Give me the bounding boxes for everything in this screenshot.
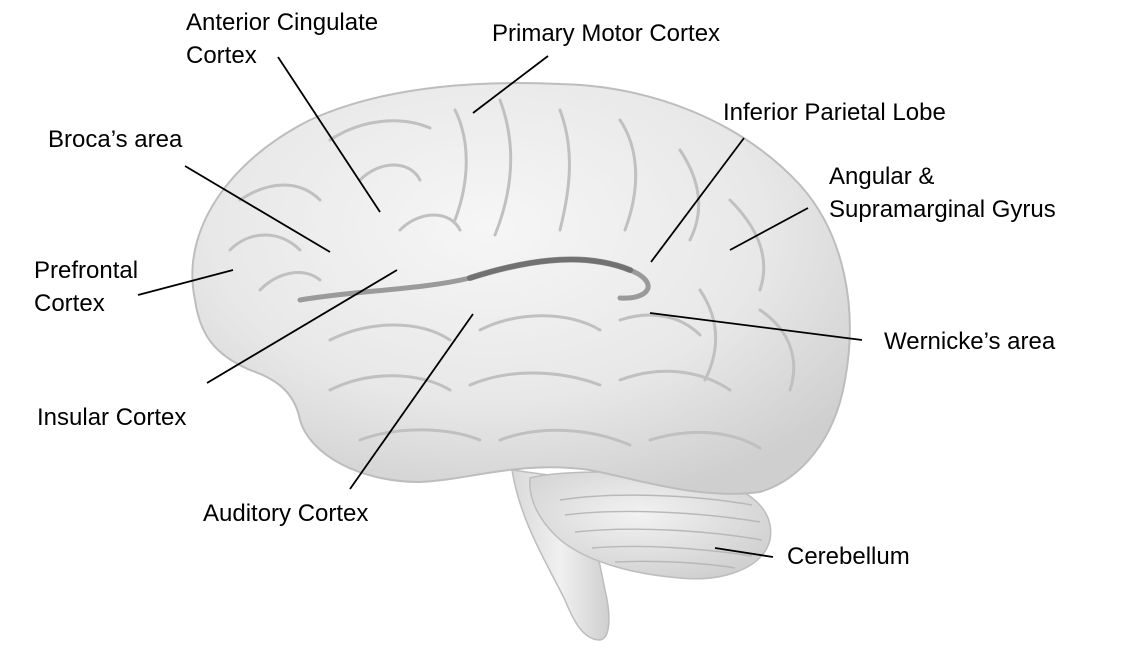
label-primary-motor-cortex: Primary Motor Cortex	[492, 20, 721, 47]
label-inferior-parietal-lobe: Inferior Parietal Lobe	[723, 99, 946, 126]
label-brocas-area: Broca’s area	[48, 126, 183, 153]
label-angular-line2: Supramarginal Gyrus	[829, 196, 1056, 223]
leader-broca	[184, 165, 331, 253]
label-wernickes-area: Wernicke’s area	[884, 328, 1056, 355]
label-anterior-cingulate-cortex: Anterior Cingulate Cortex	[186, 6, 378, 72]
leader-primary-motor	[472, 55, 549, 114]
label-angular-line1: Angular &	[829, 163, 935, 190]
leader-cerebellum	[714, 547, 774, 558]
label-cerebellum: Cerebellum	[787, 543, 910, 570]
label-prefrontal-cortex: Prefrontal Cortex	[34, 254, 138, 320]
leader-insular	[206, 269, 398, 384]
leader-anterior-cingulate	[277, 56, 381, 213]
leader-inferior-parietal	[650, 137, 745, 263]
leader-wernicke	[649, 312, 863, 341]
label-anterior-cingulate-line2: Cortex	[186, 42, 257, 69]
cerebellum-folia	[559, 494, 763, 569]
label-prefrontal-line2: Cortex	[34, 290, 105, 317]
label-anterior-cingulate-line1: Anterior Cingulate	[186, 9, 379, 36]
leader-lines	[137, 55, 863, 558]
leader-prefrontal	[137, 269, 234, 296]
label-auditory-cortex: Auditory Cortex	[203, 500, 369, 527]
leader-auditory	[349, 313, 474, 490]
leader-angular-supramarginal	[729, 207, 809, 251]
label-prefrontal-line1: Prefrontal	[34, 257, 139, 284]
label-angular-supramarginal-gyrus: Angular & Supramarginal Gyrus	[829, 160, 1056, 226]
label-insular-cortex: Insular Cortex	[37, 404, 187, 431]
cerebrum-shape	[191, 82, 851, 495]
gyri	[228, 98, 796, 450]
